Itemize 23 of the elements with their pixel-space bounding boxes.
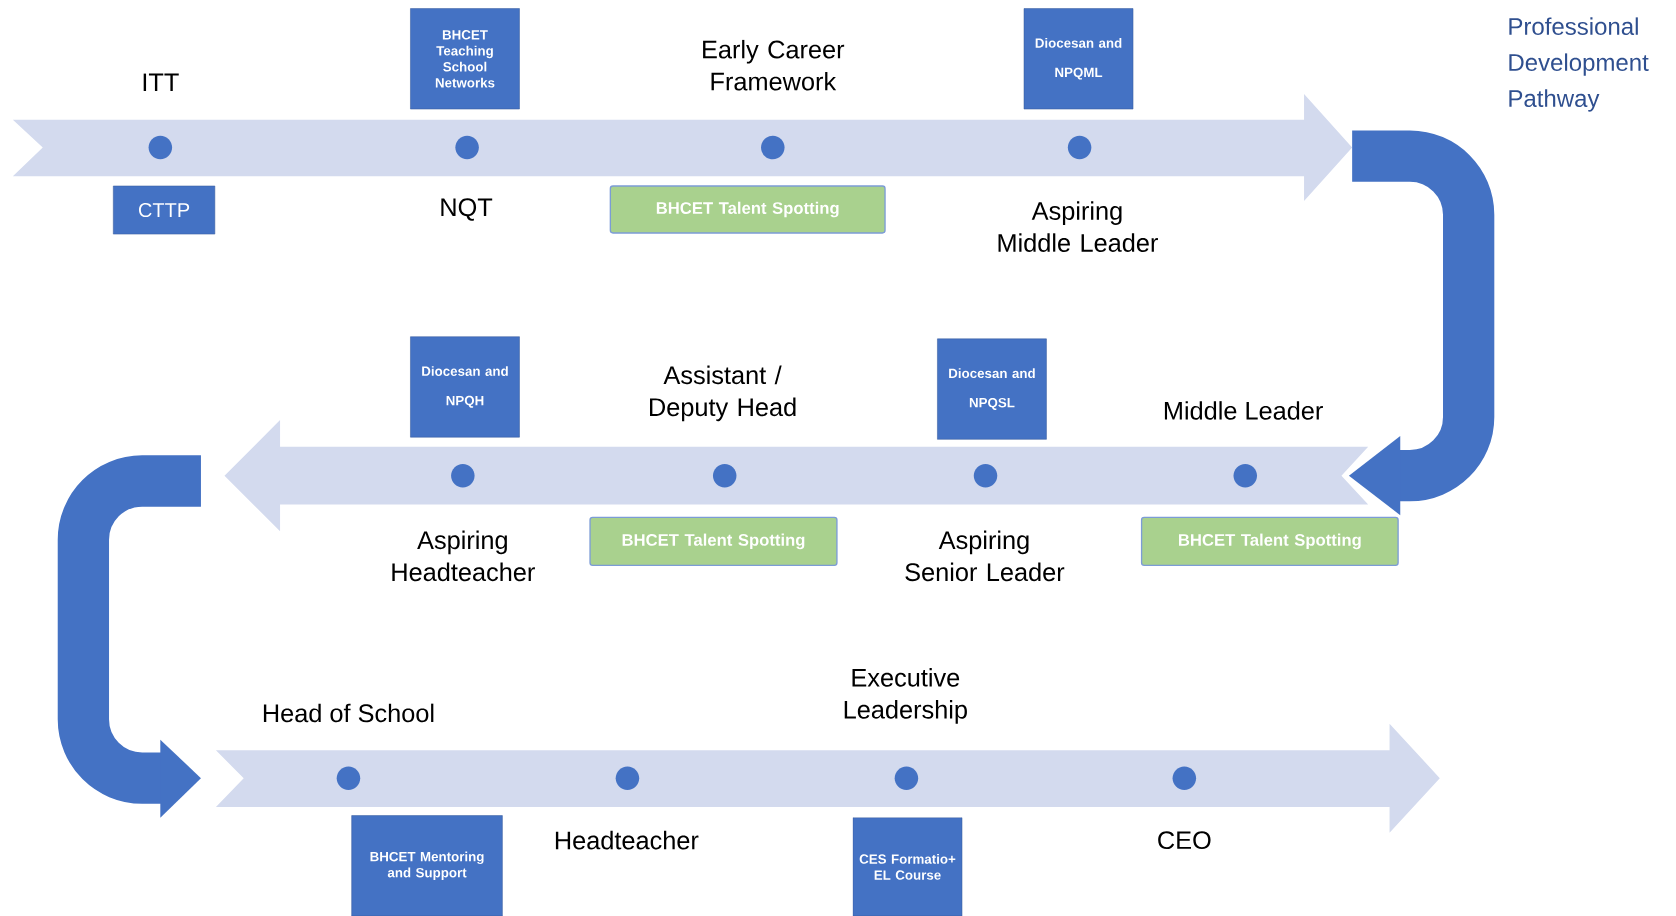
milestone-label: Early Career Framework <box>703 39 845 91</box>
course-box: BHCET Teaching School Networks <box>410 8 520 110</box>
course-box: CES Formatio+ EL Course <box>852 817 963 916</box>
milestone-label: Aspiring Senior Leader <box>905 530 1065 582</box>
course-box: Diocesan and NPQSL <box>937 338 1047 440</box>
milestone-label: Executive Leadership <box>844 668 967 724</box>
milestone-label: Aspiring Headteacher <box>392 530 535 582</box>
title: Professional Development Pathway <box>1509 17 1649 112</box>
talent-box: BHCET Talent Spotting <box>589 516 838 567</box>
talent-box: BHCET Talent Spotting <box>1140 516 1399 567</box>
milestone-label: Assistant / Deputy Head <box>650 365 796 422</box>
course-box: BHCET Mentoring and Support <box>351 815 503 916</box>
milestone-label: Headteacher <box>555 830 699 850</box>
milestone-label: ITT <box>143 73 179 91</box>
course-box: CTTP <box>113 185 216 235</box>
course-box: Diocesan and NPQML <box>1023 8 1134 110</box>
milestone-label: Aspiring Middle Leader <box>998 201 1158 252</box>
milestone-label: NQT <box>441 198 493 221</box>
milestone-label: CEO <box>1158 831 1211 850</box>
milestone-label: Head of School <box>263 703 434 723</box>
milestone-label: Middle Leader <box>1164 401 1323 420</box>
course-box: Diocesan and NPQH <box>410 336 520 438</box>
talent-box: BHCET Talent Spotting <box>609 185 886 234</box>
